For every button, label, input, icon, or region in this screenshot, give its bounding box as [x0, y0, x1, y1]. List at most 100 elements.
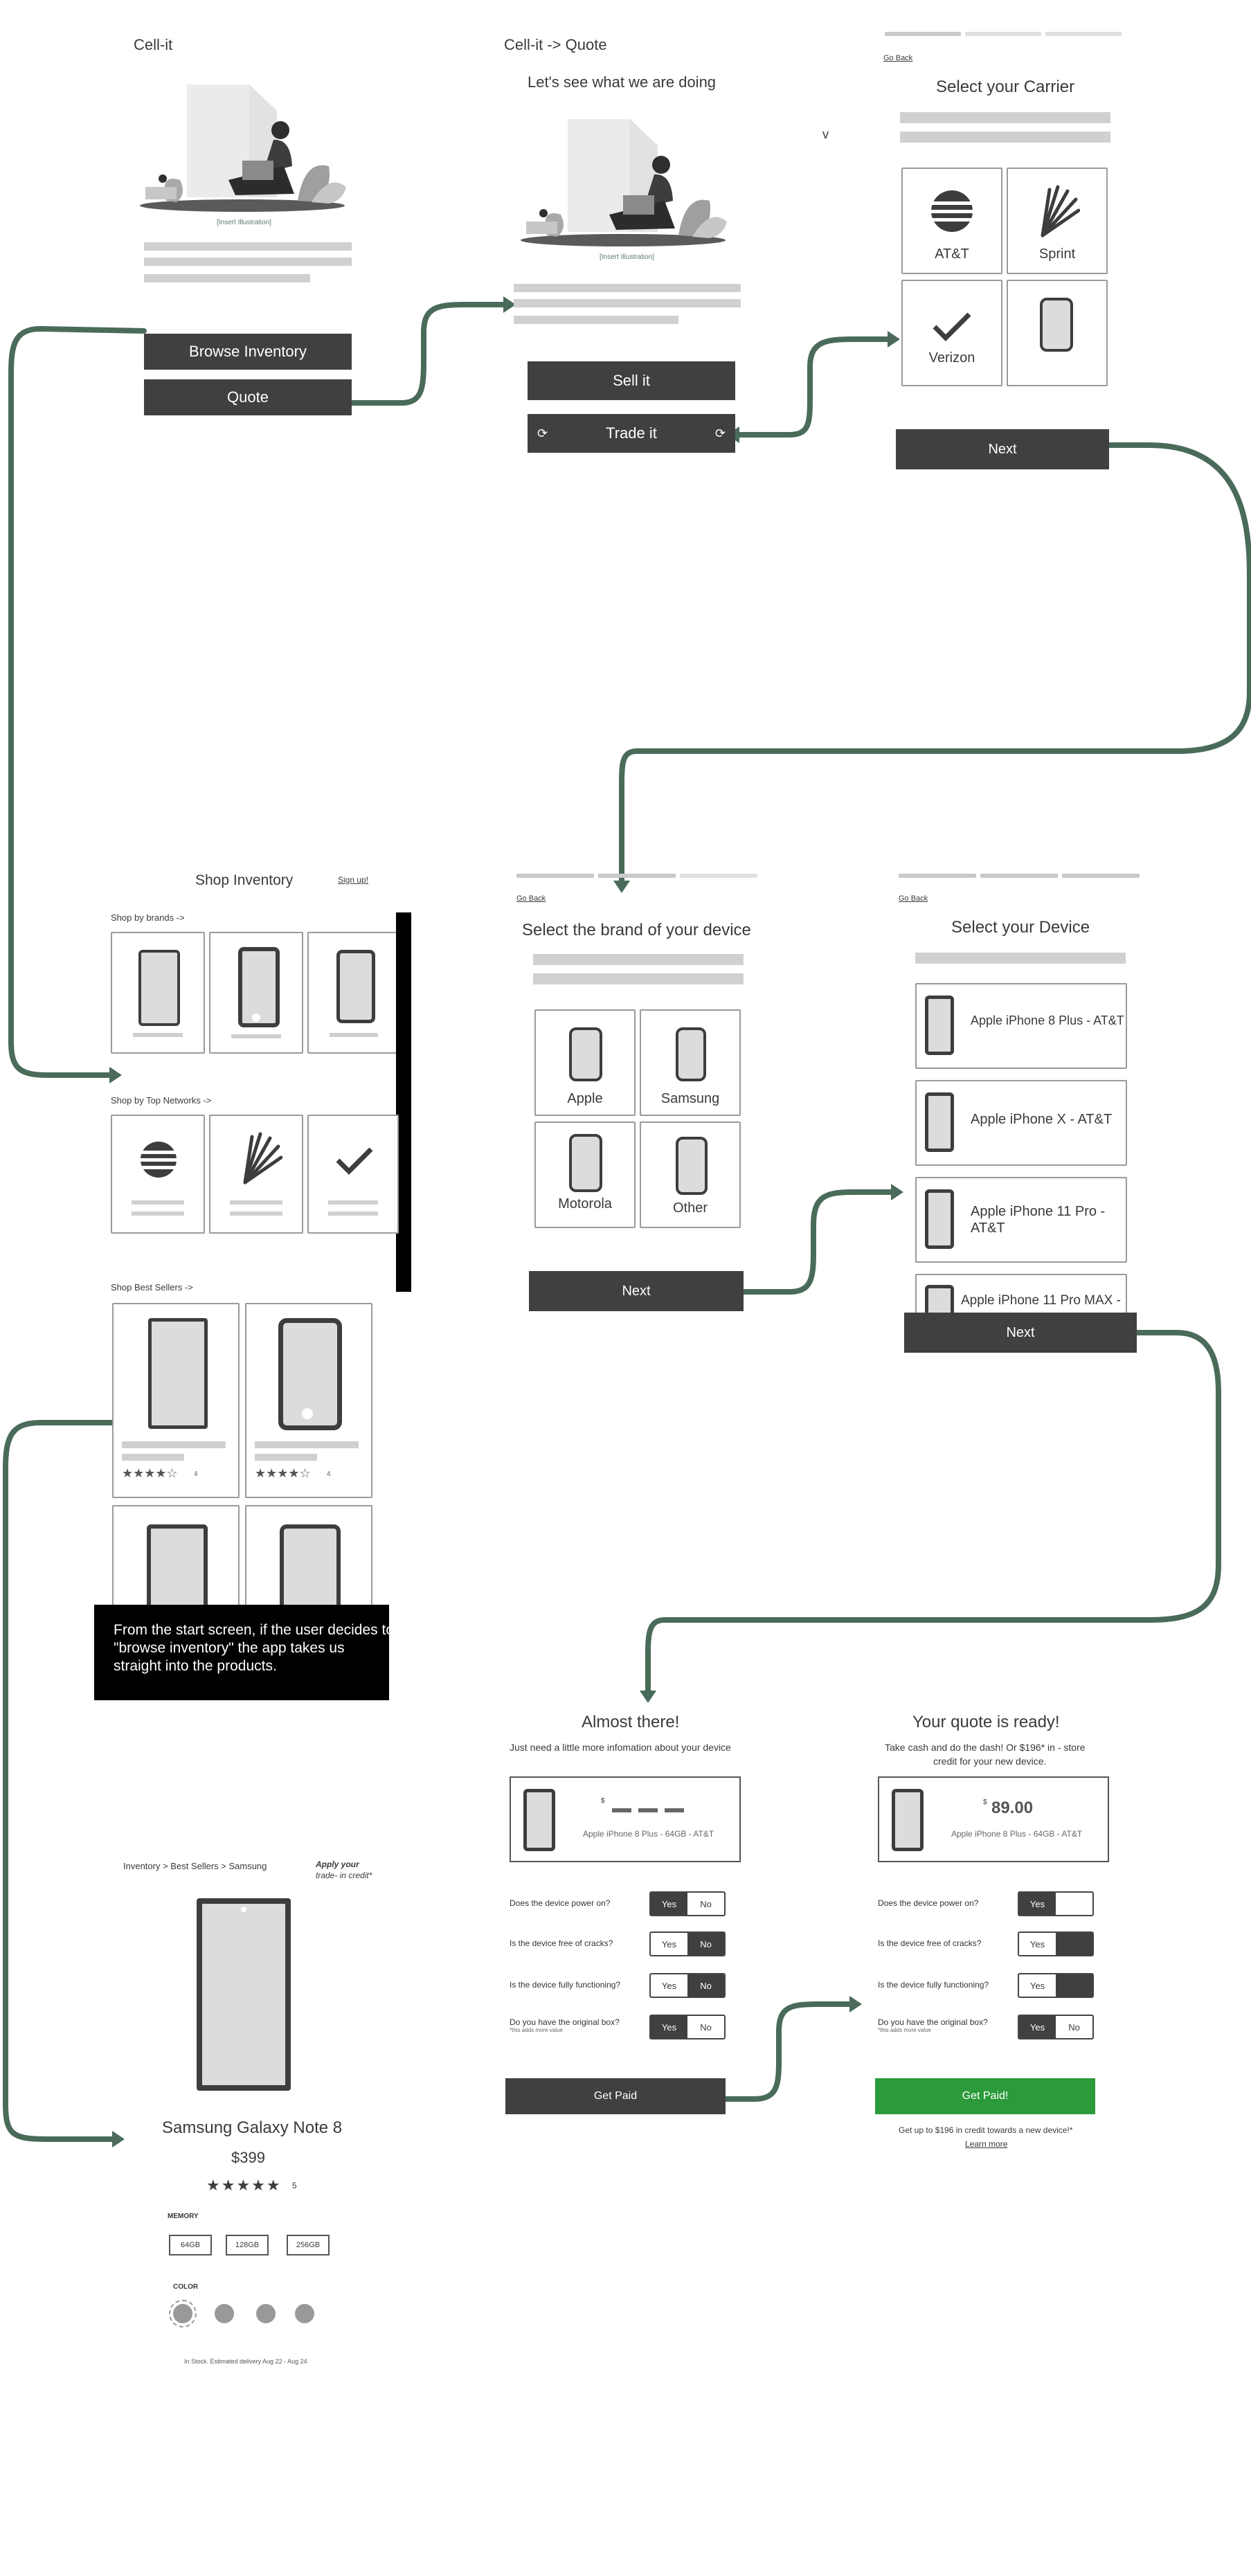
page-heading: Select your Device [951, 918, 1090, 937]
no-option[interactable] [1056, 1974, 1092, 1997]
breadcrumb: Inventory > Best Sellers > Samsung [123, 1861, 267, 1871]
network-card[interactable] [307, 1115, 399, 1234]
progress-step-3 [1045, 32, 1122, 36]
brand-motorola[interactable]: Motorola [534, 1122, 636, 1228]
brand-other[interactable]: Other [640, 1122, 741, 1228]
brand-samsung[interactable]: Samsung [640, 1009, 741, 1116]
yes-option[interactable]: Yes [1029, 1938, 1045, 1949]
memory-option-64gb[interactable]: 64GB [169, 2235, 212, 2255]
quote-price: 89.00 [991, 1799, 1034, 1817]
color-swatch-selected-ring [169, 2300, 197, 2327]
cracks-toggle[interactable]: Yes No [649, 1931, 726, 1956]
quote-button[interactable]: Quote [144, 379, 352, 415]
device-list-item[interactable]: Apple iPhone 11 Pro MAX - [915, 1274, 1127, 1318]
trade-it-button[interactable]: ⟳ Trade it ⟳ [528, 414, 735, 453]
carrier-other[interactable] [1007, 280, 1108, 386]
next-button[interactable]: Next [896, 429, 1109, 469]
brand-card[interactable] [209, 932, 303, 1054]
illustration-caption: [Insert Illustration] [600, 253, 654, 261]
progress-step-2 [965, 32, 1041, 36]
yes-option[interactable]: Yes [1029, 1980, 1045, 1991]
yes-option[interactable]: Yes [1019, 2016, 1056, 2038]
progress-step-1 [885, 32, 961, 36]
network-card[interactable] [111, 1115, 205, 1234]
sell-it-button[interactable]: Sell it [528, 361, 735, 400]
brand-card[interactable] [111, 932, 205, 1054]
color-swatch[interactable] [215, 2304, 234, 2323]
device-list-item[interactable]: Apple iPhone X - AT&T [915, 1080, 1127, 1166]
color-swatch[interactable] [256, 2304, 276, 2323]
question-label: Is the device free of cracks? [878, 1938, 982, 1948]
next-button[interactable]: Next [529, 1271, 744, 1311]
yes-option[interactable]: Yes [661, 1980, 677, 1991]
no-option[interactable]: No [687, 1974, 724, 1997]
stray-mark: v [822, 127, 829, 141]
product-card[interactable]: ★★★★☆ 4 [245, 1303, 372, 1498]
device-list-item[interactable]: Apple iPhone 11 Pro - AT&T [915, 1177, 1127, 1263]
phone-icon [148, 1318, 208, 1429]
go-back-link[interactable]: Go Back [899, 894, 928, 903]
carrier-verizon[interactable]: Verizon [901, 280, 1002, 386]
trade-it-label: Trade it [606, 424, 657, 442]
arrowhead-almost [640, 1691, 656, 1703]
carrier-sprint[interactable]: Sprint [1007, 168, 1108, 274]
product-card[interactable]: ★★★★☆ 4 [112, 1303, 240, 1498]
memory-option-128gb[interactable]: 128GB [226, 2235, 269, 2255]
brand-card[interactable] [307, 932, 399, 1054]
att-icon [140, 1142, 177, 1178]
color-swatch[interactable] [295, 2304, 314, 2323]
star-rating: ★★★★☆ [122, 1466, 178, 1480]
phone-icon [676, 1137, 708, 1195]
yes-option[interactable]: Yes [651, 1893, 687, 1915]
credit-note: Apply your [316, 1859, 359, 1869]
original-box-toggle[interactable]: Yes No [649, 2015, 726, 2039]
color-swatch[interactable] [173, 2304, 192, 2323]
next-button[interactable]: Next [904, 1313, 1137, 1353]
functioning-toggle[interactable]: Yes No [649, 1973, 726, 1998]
phone-icon [925, 1092, 954, 1152]
no-option[interactable]: No [1068, 2021, 1080, 2033]
arrowhead-quote [849, 1996, 862, 2012]
go-back-link[interactable]: Go Back [883, 54, 913, 62]
no-option[interactable]: No [687, 1933, 724, 1955]
carrier-label: AT&T [935, 246, 969, 262]
placeholder-line [514, 316, 678, 324]
get-paid-button[interactable]: Get Paid [505, 2078, 726, 2114]
network-card[interactable] [209, 1115, 303, 1234]
no-option[interactable]: No [700, 1898, 712, 1909]
scroll-indicator[interactable] [396, 912, 411, 1292]
brand-apple[interactable]: Apple [534, 1009, 636, 1116]
learn-more-link[interactable]: Learn more [965, 2139, 1008, 2149]
placeholder-line [514, 299, 741, 307]
no-option[interactable]: No [700, 2021, 712, 2033]
functioning-toggle[interactable]: Yes [1018, 1973, 1094, 1998]
get-paid-button[interactable]: Get Paid! [875, 2078, 1095, 2114]
yes-option[interactable]: Yes [651, 2016, 687, 2038]
device-label: Apple iPhone 11 Pro - AT&T [971, 1204, 1106, 1236]
att-icon [930, 190, 973, 232]
no-option[interactable] [1056, 1933, 1092, 1955]
power-on-toggle[interactable]: Yes [1018, 1891, 1094, 1916]
device-summary-card: $ 89.00 Apple iPhone 8 Plus - 64GB - AT&… [878, 1776, 1109, 1862]
yes-option[interactable]: Yes [661, 1938, 677, 1949]
device-list-item[interactable]: Apple iPhone 8 Plus - AT&T [915, 983, 1127, 1069]
browse-inventory-button[interactable]: Browse Inventory [144, 334, 352, 370]
product-card[interactable] [112, 1505, 240, 1619]
device-label: Apple iPhone X - AT&T [971, 1112, 1113, 1127]
placeholder-line [230, 1212, 282, 1216]
question-text: Do you have the original box? [510, 2017, 620, 2027]
original-box-toggle[interactable]: Yes No [1018, 2015, 1094, 2039]
power-on-toggle[interactable]: Yes No [649, 1891, 726, 1916]
arrowhead-device [891, 1184, 903, 1200]
memory-option-256gb[interactable]: 256GB [287, 2235, 330, 2255]
yes-option[interactable]: Yes [1019, 1893, 1056, 1915]
sprint-icon [243, 1132, 282, 1185]
sign-up-link[interactable]: Sign up! [338, 875, 369, 885]
go-back-link[interactable]: Go Back [516, 894, 546, 903]
no-option[interactable] [1056, 1893, 1092, 1915]
carrier-att[interactable]: AT&T [901, 168, 1002, 274]
cracks-toggle[interactable]: Yes [1018, 1931, 1094, 1956]
product-card[interactable] [245, 1505, 372, 1619]
page-subheading: Take cash and do the dash! Or $196* in -… [885, 1742, 1086, 1753]
